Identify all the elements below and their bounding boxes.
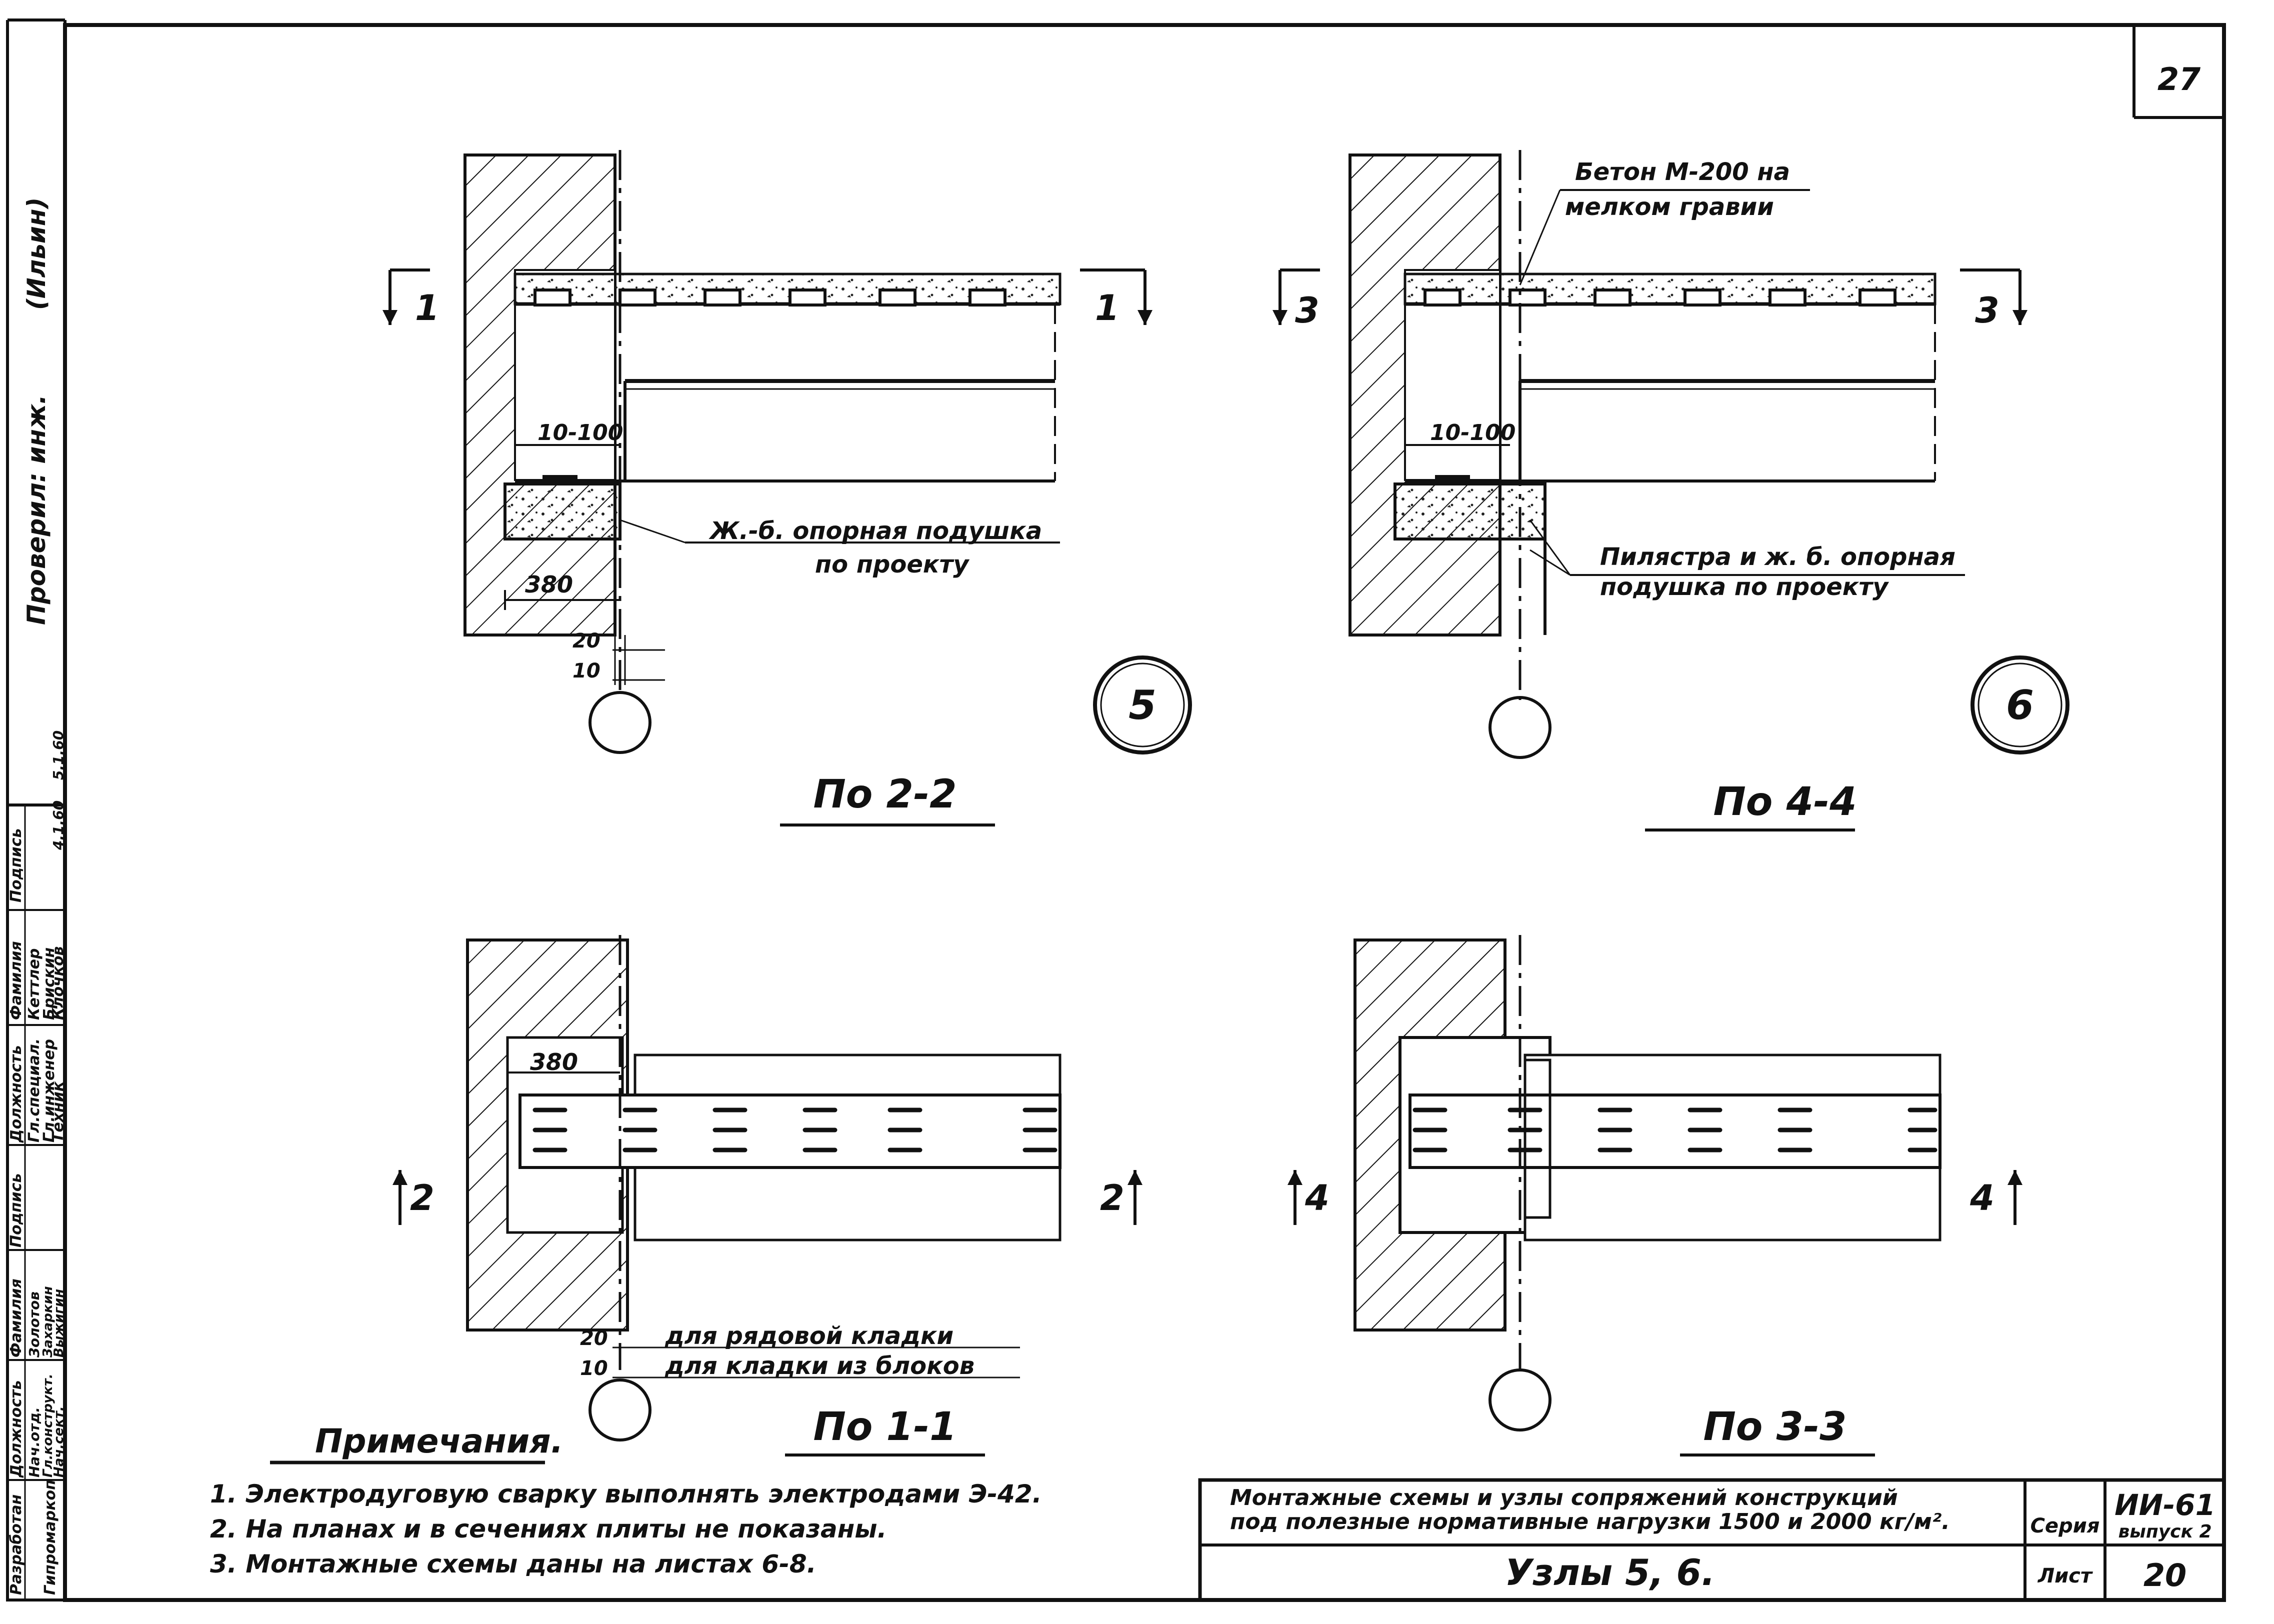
series-label: Серия <box>2030 1514 2100 1538</box>
note-item-3: 3. Монтажные схемы даны на листах 6-8. <box>210 1550 816 1578</box>
stamp-bottom-row-2-name: Захаркин <box>40 1286 56 1358</box>
node5-view-title: По 2-2 <box>814 772 957 817</box>
node6-section-left: 3 <box>1295 290 1320 331</box>
plan3-section-right: 4 <box>1970 1178 1994 1218</box>
node5-number-badge <box>1093 656 1192 754</box>
plan3-section-left: 4 <box>1304 1178 1330 1218</box>
plan1-dim-a: 20 <box>580 1327 608 1350</box>
node5-dim-width: 380 <box>525 571 573 598</box>
node5-cushion-note-1: Ж.-б. опорная подушка <box>708 517 1042 545</box>
node5-section-right: 1 <box>1095 288 1120 328</box>
plan-3-3-drawing <box>1288 935 2022 1432</box>
plan1-section-left: 2 <box>410 1178 434 1218</box>
node5-weld-label: 10-100 <box>538 420 623 446</box>
stamp-checked-name: (Ильин) <box>22 198 51 310</box>
node-6-drawing <box>1272 150 2028 759</box>
plan1-note-a: для рядовой кладки <box>664 1322 954 1350</box>
node5-cushion-note-2: по проекту <box>815 550 970 578</box>
stamp-top-row-2-position: Гл.инженер <box>40 1039 58 1142</box>
stamp-top-row-2-date: 5.1.60 <box>50 730 66 780</box>
notes-title: Примечания. <box>315 1422 564 1460</box>
plan-1-1-drawing <box>392 935 1142 1442</box>
stamp-top-row-3-name: Клочков <box>50 946 67 1020</box>
plan3-view-title: По 3-3 <box>1704 1404 1847 1450</box>
node6-number-badge <box>1970 656 2070 754</box>
node5-section-left: 1 <box>415 288 440 328</box>
stamp-bottom-header-name: Фамилия <box>8 1278 25 1358</box>
stamp-top-row-3-position: Техник <box>50 1081 67 1142</box>
sheet-frame: 27 <box>63 23 2226 1602</box>
stamp-bottom-row-3-name: Выжигин <box>52 1289 66 1358</box>
node6-concrete-note-2: мелком гравии <box>1565 193 1774 221</box>
stamp-bottom-row-1-name: Золотов <box>26 1292 42 1358</box>
stamp-developed: Разработан <box>8 1494 25 1595</box>
stamp-top-row-1-position: Гл.специал. <box>26 1038 43 1142</box>
note-item-1: 1. Электродуговую сварку выполнять элект… <box>210 1480 1042 1508</box>
title-description-1: Монтажные схемы и узлы сопряжений констр… <box>1230 1485 1898 1510</box>
node6-number: 6 <box>2006 682 2034 728</box>
stamp-bottom-row-2-position: Гл.конструкт. <box>40 1374 56 1478</box>
stamp-bottom-header-signature: Подпись <box>8 1174 25 1248</box>
node5-dim-a: 20 <box>572 630 600 652</box>
node6-concrete-note-1: Бетон М-200 на <box>1575 158 1790 186</box>
stamp-top-row-1-date: 4.1.60 <box>50 800 66 850</box>
stamp-header-name: Фамилия <box>8 941 25 1020</box>
drawing-title: Узлы 5, 6. <box>1505 1552 1715 1594</box>
sheet-label: Лист <box>2038 1564 2094 1588</box>
plan1-dim-b: 10 <box>580 1357 608 1380</box>
title-description-2: под полезные нормативные нагрузки 1500 и… <box>1230 1509 1950 1534</box>
stamp-header-signature: Подпись <box>8 828 25 902</box>
node6-pilaster-note-1: Пилястра и ж. б. опорная <box>1600 543 1956 571</box>
series-issue: выпуск 2 <box>2118 1522 2212 1542</box>
series-value: ИИ-61 <box>2114 1488 2216 1522</box>
stamp-organization: Гипромаркоп <box>42 1480 59 1595</box>
plan1-note-b: для кладки из блоков <box>664 1352 974 1380</box>
sheet-value: 20 <box>2144 1557 2186 1594</box>
node5-number: 5 <box>1128 682 1156 728</box>
node6-view-title: По 4-4 <box>1714 780 1857 824</box>
node5-dim-b: 10 <box>572 660 600 682</box>
stamp-header-position: Должность <box>8 1045 25 1143</box>
node6-pilaster-note-2: подушка по проекту <box>1600 573 1889 601</box>
node6-weld-label: 10-100 <box>1430 420 1516 446</box>
stamp-top-row-2-name: Брискин <box>40 948 58 1020</box>
stamp-top-row-1-name: Кеттлер <box>26 948 43 1020</box>
node6-section-right: 3 <box>1975 290 2000 331</box>
plan1-section-right: 2 <box>1100 1178 1124 1218</box>
node-5-drawing <box>382 150 1152 754</box>
side-stamp-frame <box>6 18 66 1602</box>
sheet-number: 27 <box>2158 61 2201 98</box>
title-block <box>1198 1478 2226 1602</box>
plan1-dim-width: 380 <box>530 1048 578 1076</box>
stamp-bottom-header-position: Должность <box>8 1380 25 1478</box>
stamp-bottom-row-1-position: Нач.отд. <box>26 1407 42 1478</box>
note-item-2: 2. На планах и в сечениях плиты не показ… <box>210 1514 886 1544</box>
plan1-view-title: По 1-1 <box>814 1404 957 1450</box>
stamp-checked: Проверил: инж. <box>22 394 51 625</box>
stamp-bottom-row-3-position: Нач.сект. <box>52 1406 66 1478</box>
